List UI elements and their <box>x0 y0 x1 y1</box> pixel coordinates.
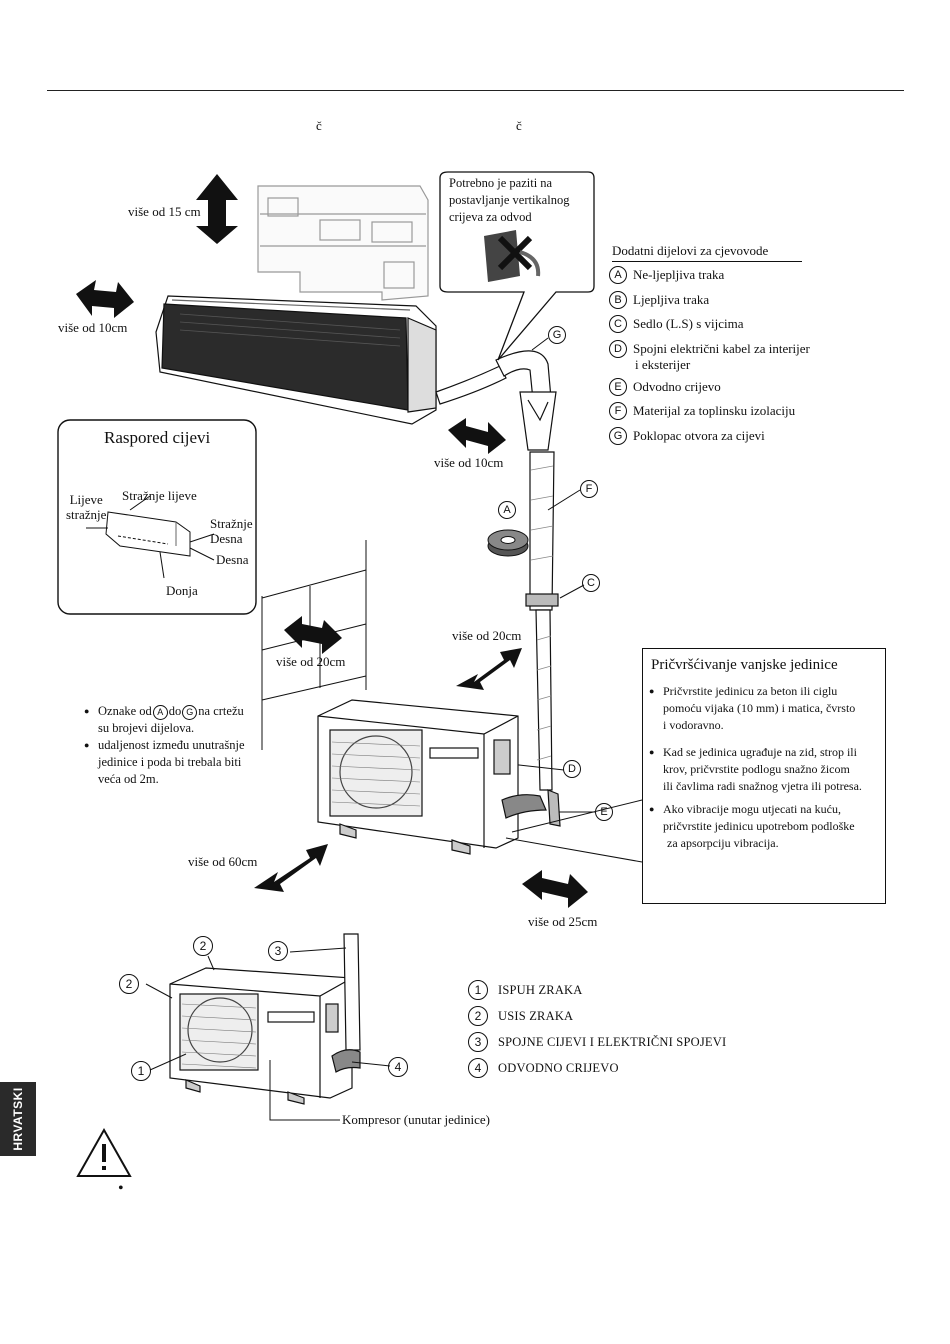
pipe-layout-box <box>57 419 257 615</box>
clearance-front-label: više od 60cm <box>188 854 258 869</box>
fixing-box: Pričvršćivanje vanjske jedinice Pričvrst… <box>642 648 886 904</box>
clearance-side-label: više od 20cm <box>452 628 522 643</box>
clearance-wall-arrow <box>284 616 342 654</box>
clearance-left-arrow <box>76 280 134 318</box>
clearance-wall-label: više od 20cm <box>276 654 346 669</box>
unit-callout-2-left: 2 <box>119 974 145 994</box>
fixing-bullet-3: Ako vibracije mogu utjecati na kuću,prič… <box>649 801 883 852</box>
pipe-layout-title: Raspored cijevi <box>104 428 211 447</box>
clearance-top-arrow <box>196 174 238 244</box>
callout-c: C <box>582 574 606 593</box>
callout-a: A <box>498 501 522 520</box>
unit-callout-3: 3 <box>268 941 294 961</box>
tape-roll <box>487 529 529 557</box>
drain-note-text: Potrebno je paziti na postavljanje verti… <box>449 176 570 224</box>
header-rule <box>47 90 904 91</box>
parts-title: Dodatni dijelovi za cjevovode <box>612 243 802 262</box>
callout-f: F <box>580 480 604 499</box>
callout-d: D <box>563 760 587 779</box>
header-glyph-left: č <box>316 118 322 133</box>
fixing-title: Pričvršćivanje vanjske jedinice <box>651 657 838 673</box>
clearance-right-outdoor-arrow <box>522 870 588 908</box>
clearance-left-label: više od 10cm <box>58 320 128 335</box>
insulated-pipe <box>525 451 559 791</box>
unit-callout-2-top: 2 <box>193 936 219 956</box>
language-side-tab: HRVATSKI <box>0 1082 36 1156</box>
clearance-top-label: više od 15 cm <box>128 204 201 219</box>
clearance-right-arrow <box>448 418 506 454</box>
indoor-unit <box>155 295 437 425</box>
compressor-label: Kompresor (unutar jedinice) <box>342 1112 491 1127</box>
clearance-side-arrow <box>456 648 522 690</box>
mounting-plate <box>257 185 429 301</box>
outdoor-unit <box>317 699 561 855</box>
pipe-layout-sketch <box>86 495 215 579</box>
clearance-front-arrow <box>254 844 328 892</box>
unit-callout-1: 1 <box>131 1061 157 1081</box>
drain-note-illustration <box>484 230 541 282</box>
pipe-bottom-label: Donja <box>166 583 198 598</box>
unit-callout-4: 4 <box>388 1057 414 1077</box>
pipe-rear-left-label: Stražnje lijeve <box>122 488 197 503</box>
header-glyph-right: č <box>516 118 522 133</box>
outdoor-unit-small <box>169 933 361 1105</box>
clearance-right-label: više od 10cm <box>434 455 504 470</box>
callout-e: E <box>595 803 619 822</box>
fixing-bullet-2: Kad se jedinica ugrađuje na zid, strop i… <box>649 744 883 795</box>
callout-g: G <box>548 326 572 345</box>
pipe-right-label: Desna <box>216 552 249 567</box>
indoor-pipe <box>435 350 557 451</box>
warning-triangle-icon <box>76 1127 132 1177</box>
warning-bullet: • <box>118 1180 124 1197</box>
clearance-right-outdoor-label: više od 25cm <box>528 914 598 929</box>
fixing-bullet-1: Pričvrstite jedinicu za beton ili ciglup… <box>649 683 883 734</box>
